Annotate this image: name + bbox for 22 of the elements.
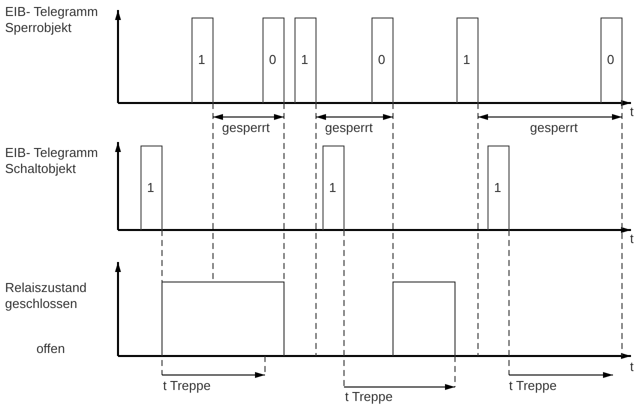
signal-label: Relaiszustand geschlossen: [5, 280, 88, 312]
bit-value: 1: [301, 52, 308, 68]
axis-label: t: [630, 231, 634, 247]
interval-label: gesperrt: [325, 120, 373, 136]
interval-label: gesperrt: [222, 120, 270, 136]
axis-label: t: [630, 359, 634, 375]
time-label: t Treppe: [163, 378, 211, 394]
signal-label: EIB- Telegramm Schaltobjekt: [5, 145, 99, 177]
time-label: t Treppe: [509, 378, 557, 394]
bit-value: 1: [147, 180, 154, 196]
bit-value: 1: [463, 52, 470, 68]
bit-value: 1: [494, 180, 502, 196]
signal-label: EIB- Telegramm Sperrobjekt: [5, 4, 99, 36]
interval-label: gesperrt: [530, 120, 578, 136]
bit-value: 0: [269, 52, 276, 68]
bit-value: 0: [378, 52, 386, 68]
bit-value: 1: [329, 180, 336, 196]
axis-label: t: [630, 104, 634, 120]
time-label: t Treppe: [345, 389, 393, 405]
state-label: offen: [35, 341, 65, 357]
bit-value: 0: [607, 52, 614, 68]
bit-value: 1: [198, 52, 206, 68]
